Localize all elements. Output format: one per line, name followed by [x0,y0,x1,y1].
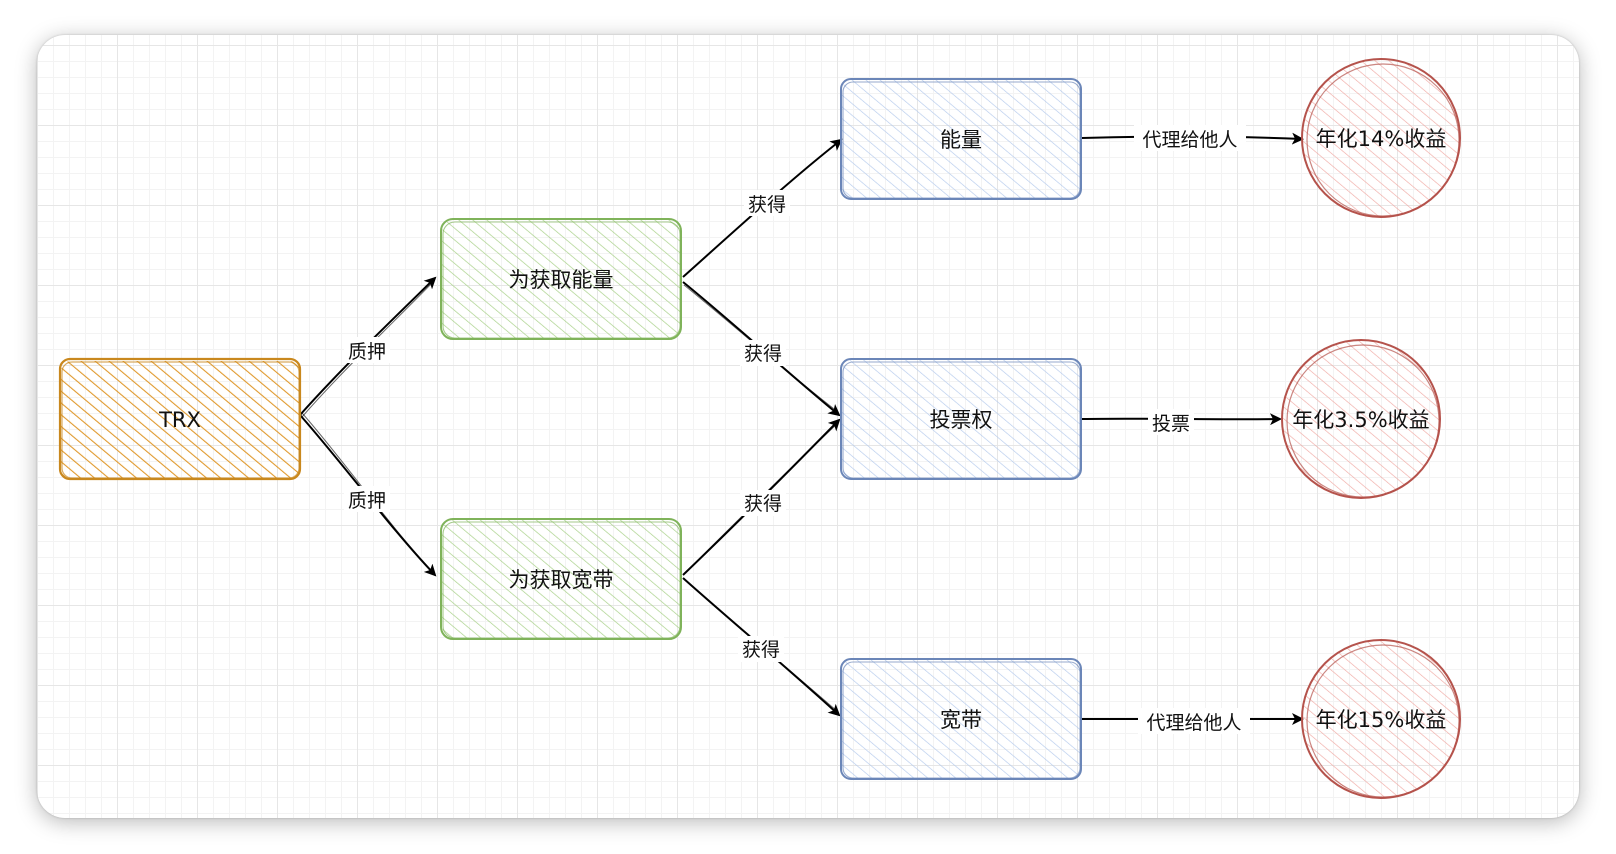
svg-text:质押: 质押 [348,341,386,363]
svg-text:获得: 获得 [748,194,786,216]
edge-label-delegate-bandwidth: 代理给他人 [1138,708,1250,734]
node-yield-35[interactable]: 年化3.5%收益 [1281,339,1441,499]
node-bandwidth[interactable]: 宽带 [840,658,1082,780]
node-bandwidth-label: 宽带 [940,708,982,732]
svg-text:获得: 获得 [742,639,780,661]
edge-label-obtain-bandwidth: 获得 [738,636,784,662]
svg-text:获得: 获得 [744,343,782,365]
svg-text:代理给他人: 代理给他人 [1146,712,1241,734]
edge-label-stake-bottom: 质押 [344,486,390,512]
edge-label-obtain-vote-from-bandwidth: 获得 [740,490,786,516]
node-yield-15-label: 年化15%收益 [1316,708,1447,732]
node-vote-right[interactable]: 投票权 [840,358,1082,480]
edge-label-delegate-energy: 代理给他人 [1134,125,1246,151]
edge-label-obtain-vote-from-energy: 获得 [740,340,786,366]
node-get-energy[interactable]: 为获取能量 [440,218,682,340]
node-yield-14[interactable]: 年化14%收益 [1301,58,1461,218]
node-yield-15[interactable]: 年化15%收益 [1301,639,1461,799]
edge-label-obtain-energy: 获得 [744,190,790,216]
node-trx-label: TRX [158,408,201,432]
node-get-energy-label: 为获取能量 [509,268,614,292]
node-get-bandwidth-label: 为获取宽带 [509,568,614,592]
node-get-bandwidth[interactable]: 为获取宽带 [440,518,682,640]
node-yield-35-label: 年化3.5%收益 [1292,408,1429,432]
node-energy-label: 能量 [940,128,982,152]
svg-text:获得: 获得 [744,493,782,515]
edge-label-vote: 投票 [1148,409,1194,435]
svg-text:代理给他人: 代理给他人 [1142,129,1237,151]
svg-text:投票: 投票 [1152,413,1190,435]
node-energy[interactable]: 能量 [840,78,1082,200]
node-trx[interactable]: TRX [58,357,302,481]
node-yield-14-label: 年化14%收益 [1316,127,1447,151]
node-vote-right-label: 投票权 [930,408,993,432]
svg-text:质押: 质押 [348,490,386,512]
edge-label-stake-top: 质押 [344,337,390,363]
